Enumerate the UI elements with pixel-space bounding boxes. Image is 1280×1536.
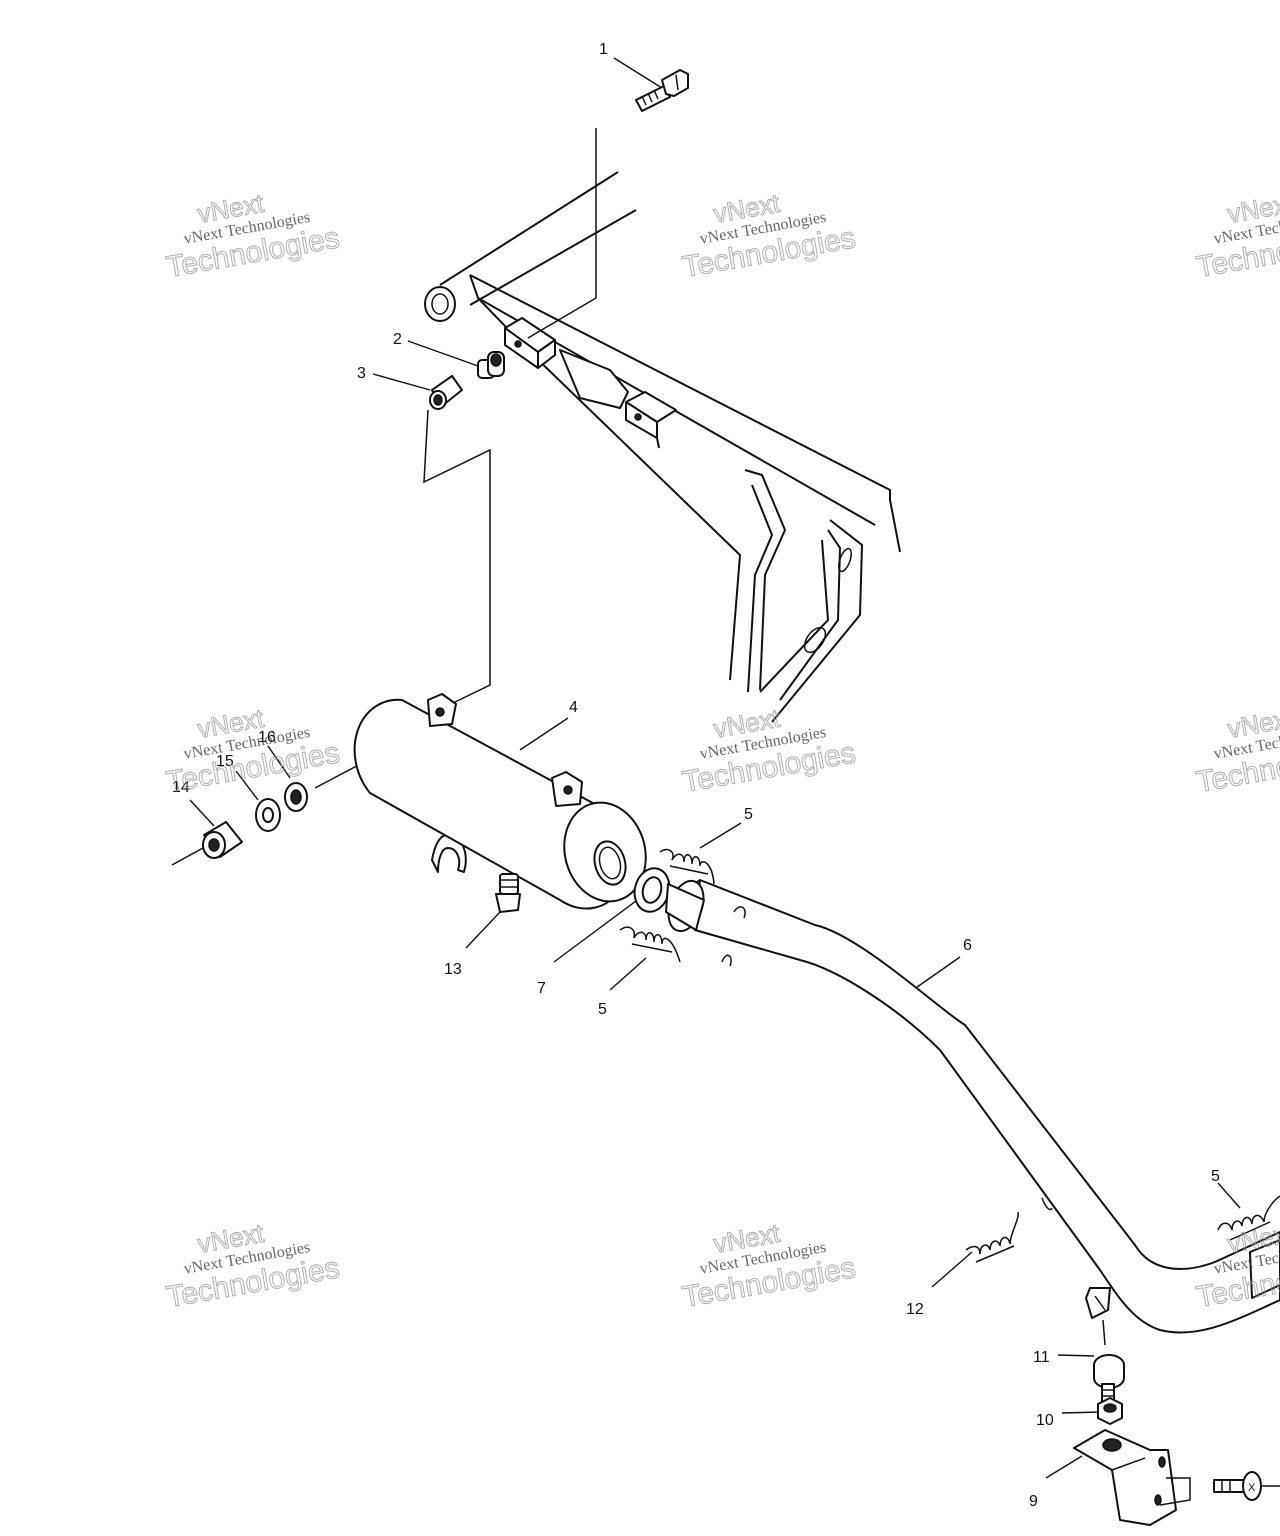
callout-7: 7 xyxy=(537,980,546,997)
callout-1: 1 xyxy=(599,41,608,58)
watermark: vNext vNext Technologies Technologies xyxy=(163,702,342,799)
callout-16: 16 xyxy=(258,729,276,746)
callout-4: 4 xyxy=(569,699,578,716)
bracket-part-9 xyxy=(1073,1429,1191,1526)
grommet-part-2 xyxy=(477,351,505,379)
watermark: vNext vNext Technologies Technologies xyxy=(679,187,858,284)
nut-part-10 xyxy=(1097,1397,1123,1425)
watermarks: vNext vNext Technologies Technologies vN… xyxy=(163,187,1280,1314)
watermark: vNext vNext Technologies Technologies xyxy=(163,187,342,284)
callout-12: 12 xyxy=(906,1301,924,1318)
callout-14: 14 xyxy=(172,779,190,796)
lock-washer-part-16 xyxy=(284,782,308,812)
callout-5-right: 5 xyxy=(1211,1168,1220,1185)
bushing-part-3 xyxy=(429,375,463,410)
callout-13: 13 xyxy=(444,961,462,978)
spring-part-5-right xyxy=(1217,1195,1280,1241)
nut-part-14 xyxy=(202,821,243,859)
svg-text:X: X xyxy=(1248,1482,1256,1494)
frame xyxy=(424,171,901,723)
washer-part-15 xyxy=(255,798,281,832)
spring-part-5-lower xyxy=(619,926,681,963)
callout-3: 3 xyxy=(357,365,366,382)
callout-15: 15 xyxy=(216,753,234,770)
head-pipe-part-6 xyxy=(665,879,1280,1334)
watermark: vNext vNext Technologies Technologies xyxy=(679,1217,858,1314)
drain-bolt-part-13 xyxy=(495,873,521,913)
callout-5-upper: 5 xyxy=(744,806,753,823)
callout-10: 10 xyxy=(1036,1412,1054,1429)
watermark: vNext vNext Technologies Technologies xyxy=(679,702,858,799)
callout-2: 2 xyxy=(393,331,402,348)
callout-9: 9 xyxy=(1029,1493,1038,1510)
watermark: vNext vNext Technologies Technologies xyxy=(1193,187,1280,284)
muffler-part-4 xyxy=(353,693,647,910)
screw-part-8: X xyxy=(1213,1471,1280,1501)
rubber-mount-part-11 xyxy=(1093,1354,1125,1403)
watermark: vNext vNext Technologies Technologies xyxy=(1193,702,1280,799)
watermark: vNext vNext Technologies Technologies xyxy=(1193,1217,1280,1314)
callout-labels: 1 2 3 4 5 5 5 6 7 9 10 11 12 13 14 15 16 xyxy=(172,41,1220,1510)
spring-part-12 xyxy=(965,1211,1019,1263)
callout-11: 11 xyxy=(1033,1349,1050,1366)
bolt-part-1 xyxy=(635,69,689,112)
callout-5-lower: 5 xyxy=(598,1001,607,1018)
spring-part-5-upper xyxy=(659,848,715,885)
watermark: vNext vNext Technologies Technologies xyxy=(163,1217,342,1314)
callout-6: 6 xyxy=(963,937,972,954)
